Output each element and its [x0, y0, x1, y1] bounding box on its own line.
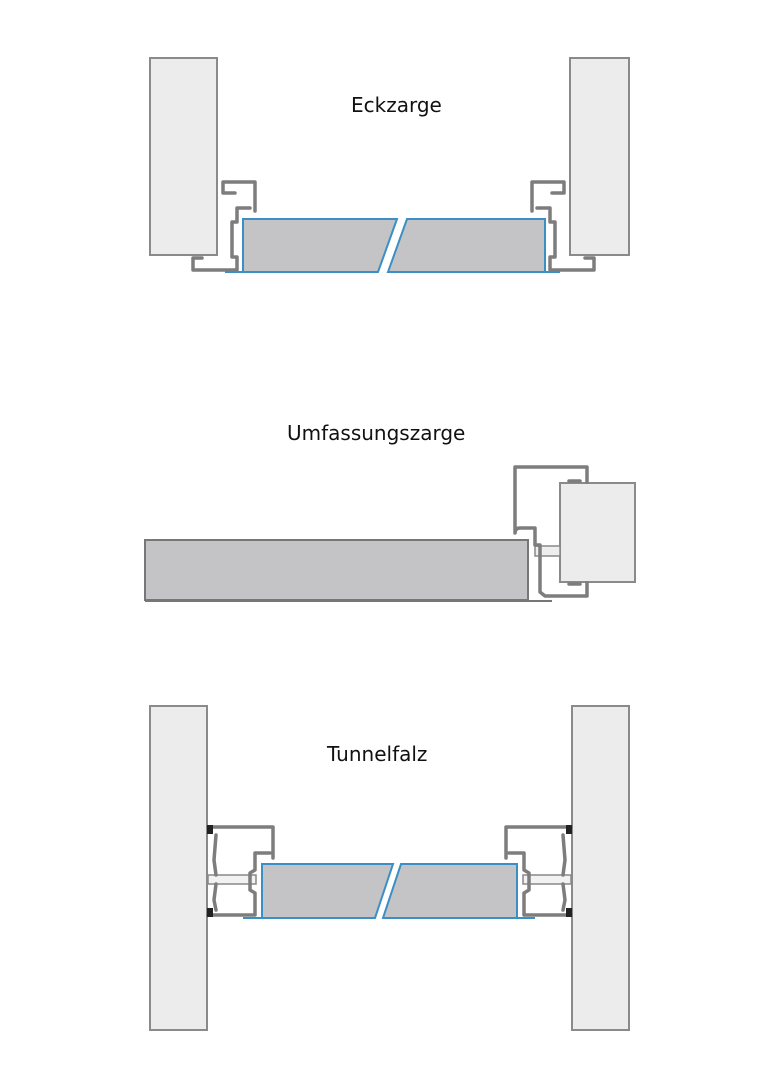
tunnelfalz-title: Tunnelfalz: [327, 742, 428, 766]
door-leaf: [144, 539, 529, 601]
door-leaf-left: [261, 863, 395, 919]
right-corner-frame: [530, 180, 596, 272]
eckzarge-title: Eckzarge: [351, 93, 442, 117]
eckzarge-diagram: [149, 57, 630, 273]
anchor-bar: [534, 545, 561, 557]
door-leaf-left: [242, 218, 399, 273]
tunnelfalz-diagram: [149, 705, 630, 1031]
right-wall: [569, 57, 630, 256]
left-wall: [149, 705, 208, 1031]
umfassungszarge-title: Umfassungszarge: [287, 421, 466, 445]
wall: [559, 482, 636, 583]
door-leaf-right: [381, 863, 518, 919]
left-wall: [149, 57, 218, 256]
left-tunnel-frame: [206, 825, 275, 917]
right-wall: [571, 705, 630, 1031]
door-leaf-right: [386, 218, 546, 273]
right-tunnel-frame: [504, 825, 573, 917]
left-corner-frame: [191, 180, 257, 272]
wraparound-frame: [513, 465, 589, 598]
umfassungszarge-diagram: [144, 465, 636, 602]
